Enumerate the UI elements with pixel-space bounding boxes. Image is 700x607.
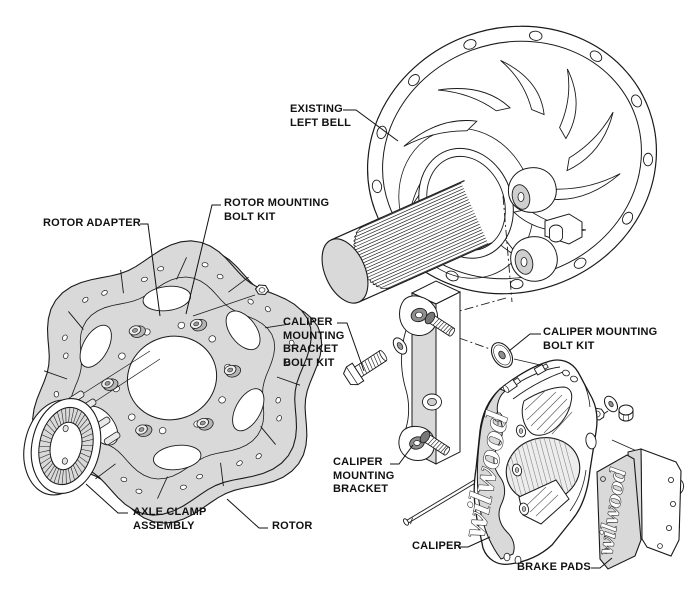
- axle-splines: [353, 182, 489, 290]
- rotor-bolt-kit-nut: [192, 284, 270, 317]
- rotor-illustration: [0, 207, 364, 556]
- axle-shaft-illustration: [321, 180, 493, 304]
- label-caliper-mounting-bolt-kit: CALIPER MOUNTING BOLT KIT: [543, 326, 658, 352]
- brake-pads-illustration: wilwood: [592, 448, 685, 570]
- axle-clamp-illustration: [23, 350, 161, 496]
- label-rotor-adapter: ROTOR ADAPTER: [43, 217, 141, 229]
- label-leader-lines: [85, 109, 613, 569]
- bracket-bolt-kit-hardware: [342, 337, 408, 386]
- label-brake-pads: BRAKE PADS: [517, 561, 591, 573]
- label-axle-clamp-assembly: AXLE CLAMP ASSEMBLY: [133, 506, 207, 532]
- bell-flange-holes: [371, 30, 654, 290]
- label-rotor-mounting-bolt-kit: ROTOR MOUNTING BOLT KIT: [224, 197, 330, 223]
- bell-mounting-lugs: [437, 167, 583, 368]
- label-rotor: ROTOR: [272, 520, 313, 532]
- caliper-mounting-bracket-illustration: [398, 280, 462, 465]
- label-caliper-mounting-bracket: CALIPER MOUNTING BRACKET: [333, 456, 395, 495]
- label-caliper-mounting-bracket-bolt-kit: CALIPER MOUNTING BRACKET BOLT KIT: [283, 316, 345, 369]
- label-existing-left-bell: EXISTING LEFT BELL: [290, 103, 352, 129]
- caliper-illustration: wilwood: [403, 359, 598, 565]
- label-caliper: CALIPER: [412, 540, 462, 552]
